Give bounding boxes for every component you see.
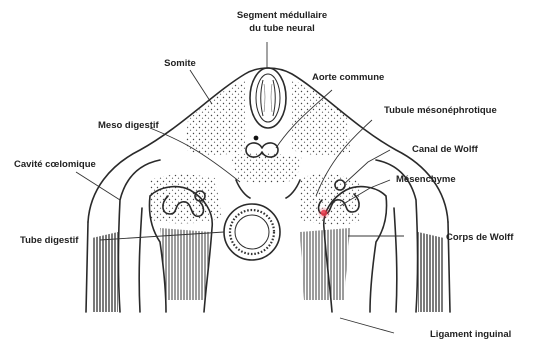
left-coelom-mid-wall xyxy=(139,208,142,312)
label-aorte-commune: Aorte commune xyxy=(312,72,384,83)
leader-ligament xyxy=(340,318,394,333)
right-outer-hatch xyxy=(418,232,444,312)
leader-cavite xyxy=(76,172,120,200)
label-canal-de-wolff: Canal de Wolff xyxy=(412,144,479,155)
central-dots xyxy=(230,153,302,183)
label-ligament-inguinal: Ligament inguinal xyxy=(430,329,511,340)
gut-tube xyxy=(224,204,280,260)
left-outer-wall xyxy=(86,222,88,312)
label-mesenchyme: Mésenchyme xyxy=(396,174,456,185)
highlight-marker-halo xyxy=(319,208,330,219)
label-somite: Somite xyxy=(164,58,196,69)
label-cavite-coelomique: Cavité cœlomique xyxy=(14,159,96,170)
notochord xyxy=(254,136,259,141)
right-somite-dots xyxy=(292,80,350,156)
label-tube-digestif: Tube digestif xyxy=(20,235,79,246)
label-segment-medullaire-1: Segment médullaire xyxy=(237,10,327,21)
left-somite-dots xyxy=(185,80,245,155)
neural-tube xyxy=(250,68,286,128)
left-outer-hatch xyxy=(92,232,118,312)
label-corps-de-wolff: Corps de Wolff xyxy=(446,232,514,243)
label-segment-medullaire-2: du tube neural xyxy=(249,23,314,34)
label-tubule-mesonephrotique: Tubule mésonéphrotique xyxy=(384,105,497,116)
leader-somite xyxy=(190,70,212,104)
left-corps-hatch xyxy=(160,228,210,300)
right-coelom-mid-wall xyxy=(394,208,397,312)
label-meso-digestif: Meso digestif xyxy=(98,120,160,131)
